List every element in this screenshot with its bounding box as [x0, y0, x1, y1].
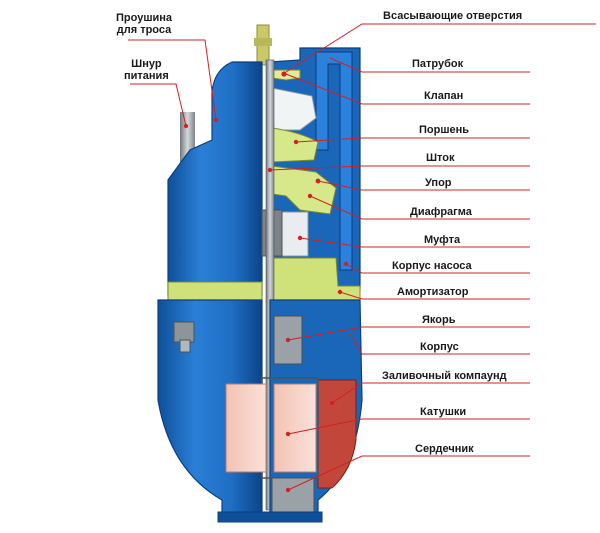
label-piston: Поршень [419, 124, 470, 136]
label-housing: Корпус [420, 341, 459, 353]
label-shock-absorber: Амортизатор [397, 286, 469, 298]
pump-housing-shape [167, 61, 263, 296]
coil-right [273, 383, 317, 473]
label-cable-eye: Проушина для троса [116, 12, 172, 36]
core-shape [271, 477, 315, 513]
label-coils: Катушки [420, 406, 467, 418]
label-power-cord: Шнур питания [124, 58, 169, 82]
leader-dots [183, 117, 349, 493]
label-cable-eye-line1: Проушина [116, 12, 173, 24]
valve-dot [281, 71, 287, 77]
label-power-cord-line1: Шнур [131, 58, 162, 70]
label-coupling: Муфта [424, 234, 461, 246]
label-power-cord-line2: питания [124, 70, 169, 82]
housing-bolt [173, 321, 195, 353]
label-valve: Клапан [424, 90, 464, 102]
label-anchor: Якорь [422, 314, 456, 326]
label-core: Сердечник [415, 443, 474, 455]
shock-absorber-shape [167, 281, 263, 301]
label-stop: Упор [425, 177, 452, 189]
leader-lines [128, 23, 596, 491]
cable-eye [254, 24, 272, 66]
piston-shape [271, 127, 319, 163]
diaphragm-shape [271, 165, 337, 215]
compound-shape [317, 379, 357, 489]
label-nozzle: Патрубок [412, 58, 464, 70]
label-suction-holes: Всасывающие отверстия [383, 10, 523, 22]
coupling-shape [281, 211, 309, 257]
label-compound: Заливочный компаунд [382, 370, 507, 382]
base-plate [217, 511, 323, 523]
coil-left [225, 383, 267, 473]
nozzle-shape [315, 51, 353, 271]
label-diaphragm: Диафрагма [410, 206, 472, 218]
label-cable-eye-line2: для троса [116, 24, 172, 36]
label-rod: Шток [426, 152, 455, 164]
label-pump-housing: Корпус насоса [392, 260, 472, 272]
